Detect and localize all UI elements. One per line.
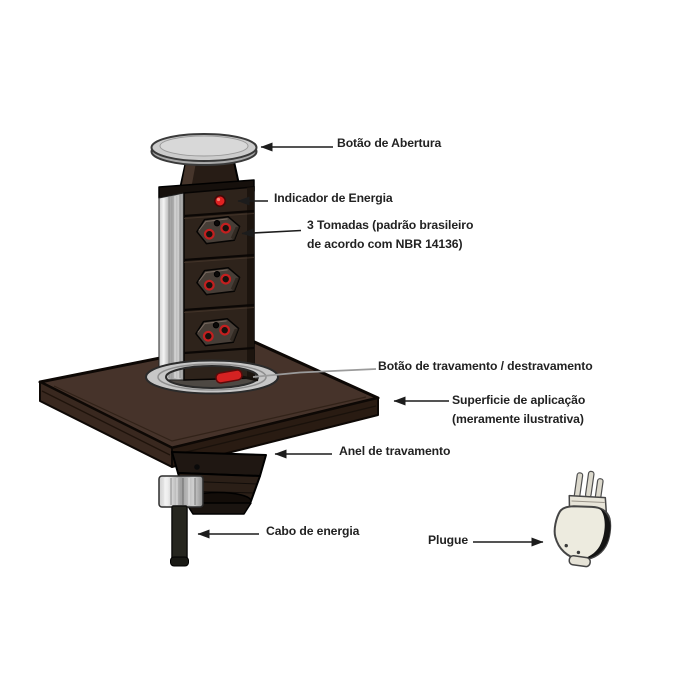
callout-arrows [197, 142, 544, 547]
label-surface-line2: (meramente ilustrativa) [452, 412, 584, 426]
table-right-side [171, 397, 379, 468]
outlet-tower [150, 133, 258, 381]
plug-illustration [553, 470, 612, 568]
plug-body [553, 505, 612, 561]
label-power-indicator: Indicador de Energia [274, 191, 393, 205]
label-power-cable: Cabo de energia [266, 524, 360, 538]
lock-ring-part [158, 475, 204, 508]
plug-pin-1 [573, 472, 584, 500]
outlets-arrow [241, 228, 302, 238]
housing-screw [194, 464, 200, 470]
label-outlets-line1: 3 Tomadas (padrão brasileiro [307, 218, 474, 232]
aluminum-column [158, 192, 185, 381]
section-dividers [183, 209, 255, 355]
label-lock-ring: Anel de travamento [339, 444, 451, 458]
open-button-disc [150, 133, 258, 166]
outlet-socket-1 [196, 216, 241, 245]
label-open-button: Botão de Abertura [337, 136, 442, 150]
label-outlets-line2: de acordo com NBR 14136) [307, 237, 463, 251]
label-surface-line1: Superficie de aplicação [452, 393, 586, 407]
table-collar-ring [145, 359, 280, 395]
lock-button-leader-line [252, 368, 377, 378]
label-lock-button: Botão de travamento / destravamento [378, 359, 593, 373]
outlet-socket-2 [196, 267, 241, 296]
plug-pin-2 [584, 470, 595, 498]
under-table-housing [158, 451, 267, 515]
label-plug: Plugue [428, 533, 469, 547]
power-indicator-led [214, 195, 226, 207]
outlet-socket-3 [195, 318, 240, 347]
label-outlets: 3 Tomadas (padrão brasileiro de acordo c… [307, 216, 473, 254]
label-surface: Superficie de aplicação (meramente ilust… [452, 391, 585, 429]
power-cable-part [170, 505, 189, 567]
lock-button [215, 369, 243, 384]
